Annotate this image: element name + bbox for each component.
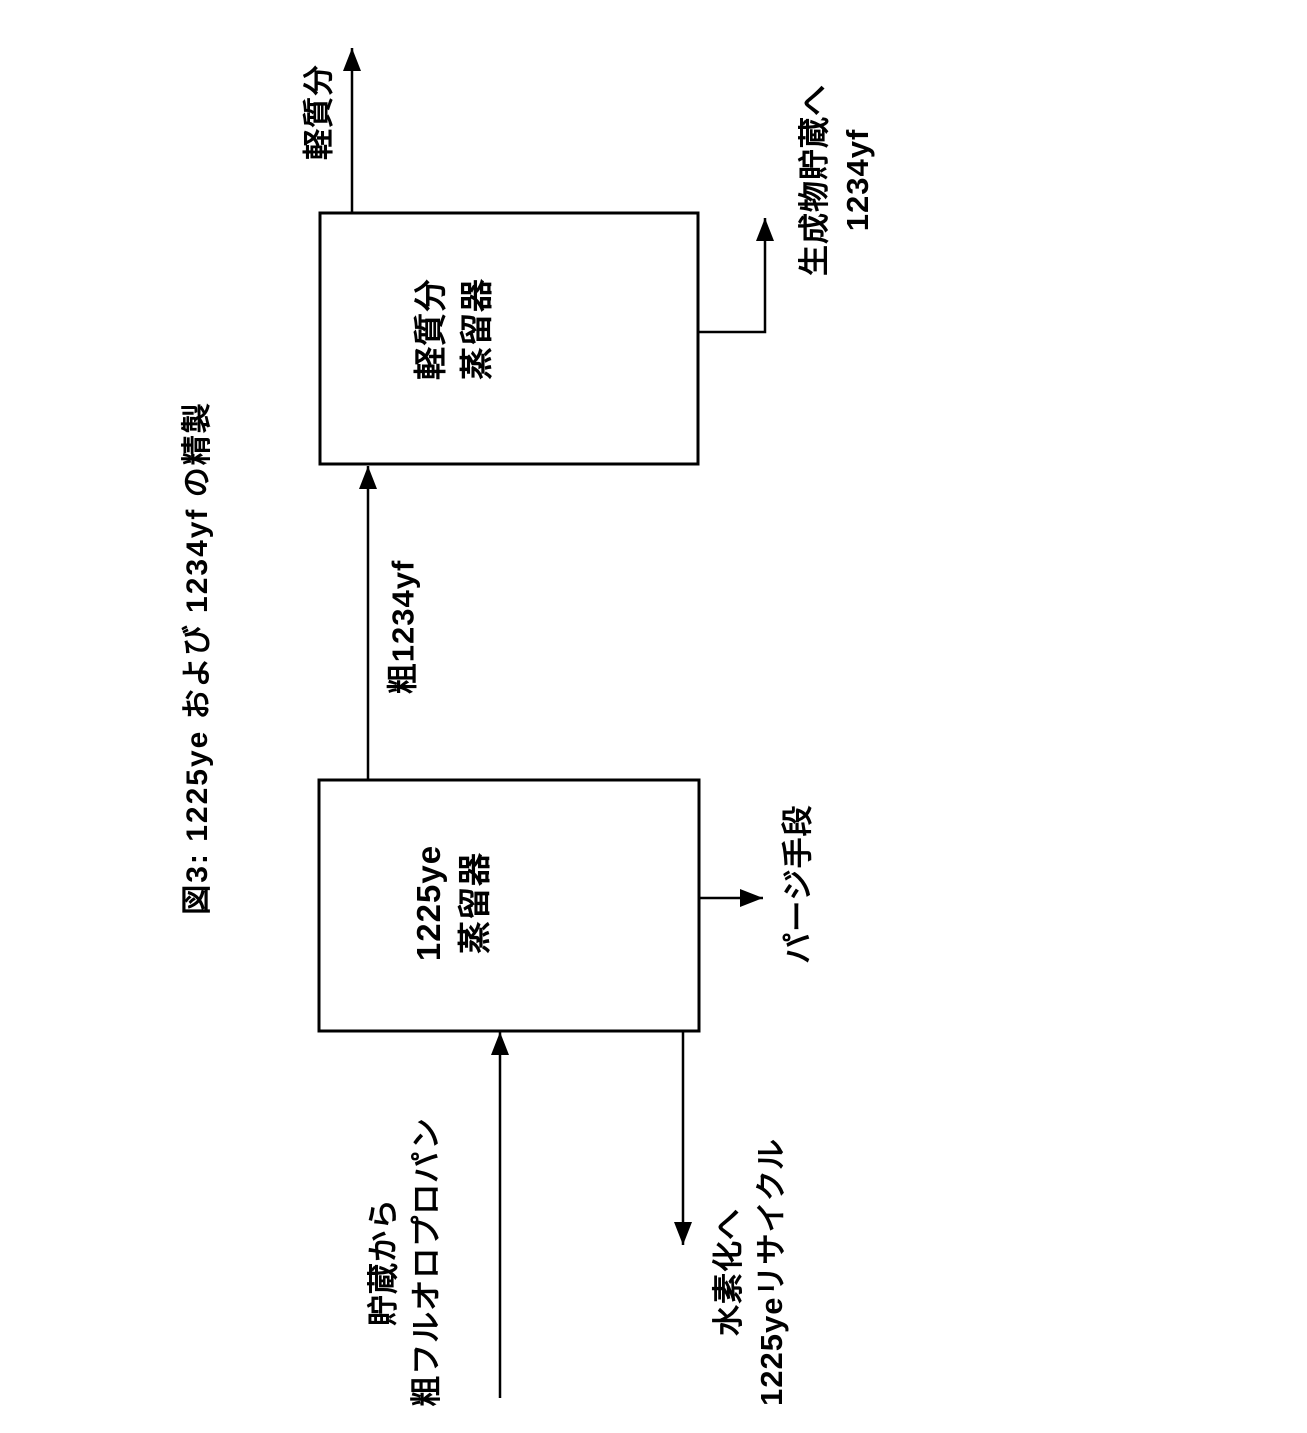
- box-light-ends-still: [318, 211, 700, 466]
- box-light-ends-still-label: 軽質分 蒸留器: [408, 278, 500, 380]
- flow-product-storage: [698, 218, 774, 334]
- box-1225ye-still-label: 1225ye 蒸留器: [406, 845, 498, 961]
- label-product-storage-line2: 1234yf: [840, 128, 875, 232]
- label-recycle-line1: 水素化へ: [711, 1208, 746, 1336]
- figure-title: 図3: 1225ye および 1234yf の精製: [181, 401, 214, 915]
- label-feed-line2: 粗フルオロプロパン: [409, 1117, 444, 1407]
- label-light-ends-out: 軽質分: [301, 64, 337, 160]
- label-feed-line1: 貯蔵から: [366, 1198, 401, 1326]
- box-1225ye-still: [317, 778, 701, 1033]
- label-crude-1234yf: 粗1234yf: [385, 559, 421, 695]
- box-light-ends-still-line2: 蒸留器: [458, 278, 495, 380]
- box-light-ends-still-line1: 軽質分: [412, 278, 449, 380]
- label-product-storage-line1: 生成物貯蔵へ: [797, 84, 832, 276]
- label-recycle: 水素化へ 1225yeリサイクル: [707, 1138, 793, 1406]
- label-product-storage: 生成物貯蔵へ 1234yf: [793, 84, 879, 276]
- label-purge: パージ手段: [780, 804, 816, 964]
- box-1225ye-still-line1: 1225ye: [410, 844, 447, 962]
- box-1225ye-still-line2: 蒸留器: [456, 852, 493, 954]
- label-feed: 貯蔵から 粗フルオロプロパン: [362, 1117, 448, 1407]
- label-recycle-line2: 1225yeリサイクル: [754, 1138, 789, 1406]
